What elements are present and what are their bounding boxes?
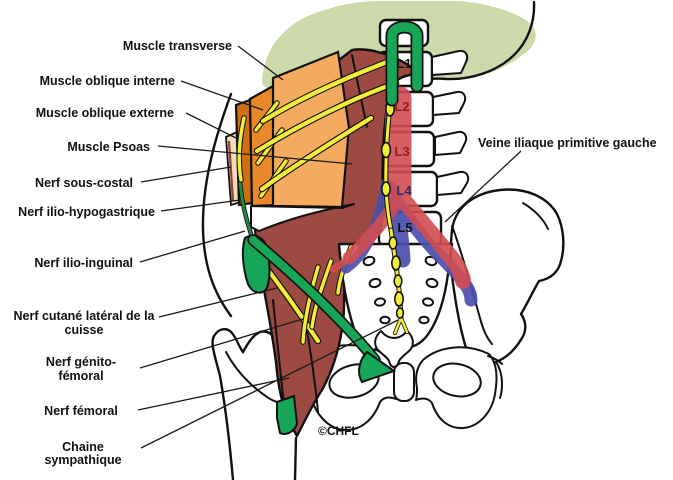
iliacus-crease-left (272, 299, 285, 404)
green-structures (241, 20, 424, 435)
transverse-process-l3 (434, 130, 468, 156)
femur-medial-edge (293, 436, 298, 480)
subcostal-nerve (260, 59, 390, 124)
label-ilio-hypogastrique: Nerf ilio-hypogastrique (18, 205, 155, 219)
ganglion (380, 181, 391, 197)
pelvic-brim (451, 225, 493, 345)
leader-muscle-transverse (237, 45, 284, 81)
leader-oblique-interne (180, 80, 264, 111)
sacral-foramen (368, 277, 382, 289)
leader-chaine-sympathique (140, 319, 399, 449)
leader-femoral (137, 377, 290, 411)
label-chaine-line2: sympathique (44, 453, 121, 467)
iliac-wing (449, 188, 565, 366)
coccyx (374, 330, 414, 368)
sacral-foramen (379, 315, 391, 325)
label-l1: L1 (396, 56, 411, 71)
iliac-crest-lip (522, 202, 549, 230)
sacral-foramen (362, 255, 376, 267)
femur-outline (211, 328, 280, 480)
label-genito-line1: Nerf génito- (46, 355, 116, 369)
genitofemoral-branch (301, 265, 320, 344)
inguinal-ligament-band (248, 235, 380, 365)
sacral-foramen (374, 297, 386, 307)
iliohypogastric-nerve (254, 80, 399, 154)
label-oblique-interne: Muscle oblique interne (40, 74, 175, 88)
label-oblique-externe: Muscle oblique externe (36, 106, 174, 120)
ganglion (388, 236, 398, 250)
ganglion (393, 274, 403, 288)
transverse-process-l4 (436, 170, 470, 196)
label-veine-iliaque: Veine iliaque primitive gauche (478, 136, 657, 150)
leader-ilio-inguinal (139, 230, 246, 263)
femoral-nerve-patch (276, 394, 299, 435)
right-ilium (449, 188, 565, 399)
leader-cutane-lateral (158, 287, 278, 318)
ischial-edge (495, 361, 504, 399)
leader-genito-femoral (139, 318, 304, 369)
label-l2: L2 (394, 99, 409, 114)
fascia-edge (227, 140, 235, 202)
label-genito-line2: fémoral (58, 369, 103, 383)
vertebra-labels: L1 L2 L3 L4 L5 (394, 56, 412, 235)
artery-tip (329, 254, 353, 273)
pelvis-connector (487, 355, 503, 365)
aorta-and-iliac-arteries (329, 86, 471, 289)
arcuate-ligament-loop (387, 22, 422, 105)
label-chaine-line1: Chaine (62, 440, 104, 454)
pubis-ischium (308, 344, 503, 431)
ganglion (393, 291, 404, 307)
intertrochanteric-line (225, 351, 278, 403)
leader-sous-costal (140, 166, 232, 183)
leader-veine-iliaque (444, 150, 522, 223)
leader-psoas (157, 145, 353, 165)
pubic-symphysis (393, 362, 415, 402)
label-cutane-line2: cuisse (65, 323, 104, 337)
label-sous-costal: Nerf sous-costal (35, 176, 133, 190)
label-l4: L4 (396, 183, 412, 198)
sacral-foramen (422, 297, 434, 307)
transverse-process-l1 (431, 49, 469, 76)
leader-ilio-hypogastrique (160, 199, 241, 212)
annotation-labels: Muscle transverse Muscle oblique interne… (13, 39, 656, 467)
ligament-insertion-fan (358, 350, 397, 384)
nerve-strip (237, 116, 246, 182)
label-l3: L3 (394, 144, 409, 159)
ganglion (390, 255, 401, 271)
leader-oblique-externe (185, 112, 237, 139)
label-femoral: Nerf fémoral (44, 404, 118, 418)
label-l5: L5 (397, 220, 412, 235)
iliac-crest-wedge (250, 203, 355, 232)
label-psoas: Muscle Psoas (67, 140, 150, 154)
label-muscle-transverse: Muscle transverse (123, 39, 232, 53)
copyright-watermark: ©CHFL (318, 424, 359, 438)
ganglion (395, 307, 405, 319)
sacral-foramen (418, 315, 430, 325)
left-common-iliac-artery (393, 189, 471, 289)
chain-split (393, 316, 409, 335)
ganglion (380, 141, 392, 159)
body-wall-outline-left (201, 92, 233, 318)
leader-lines (137, 45, 522, 449)
transverse-process-l2 (432, 90, 467, 116)
right-obturator-foramen (432, 362, 482, 398)
label-cutane-line1: Nerf cutané latéral de la (13, 309, 155, 323)
label-ilio-inguinal: Nerf ilio-inguinal (34, 256, 133, 270)
sacral-foramen (425, 277, 439, 289)
ilioinguinal-nerve (259, 115, 374, 192)
